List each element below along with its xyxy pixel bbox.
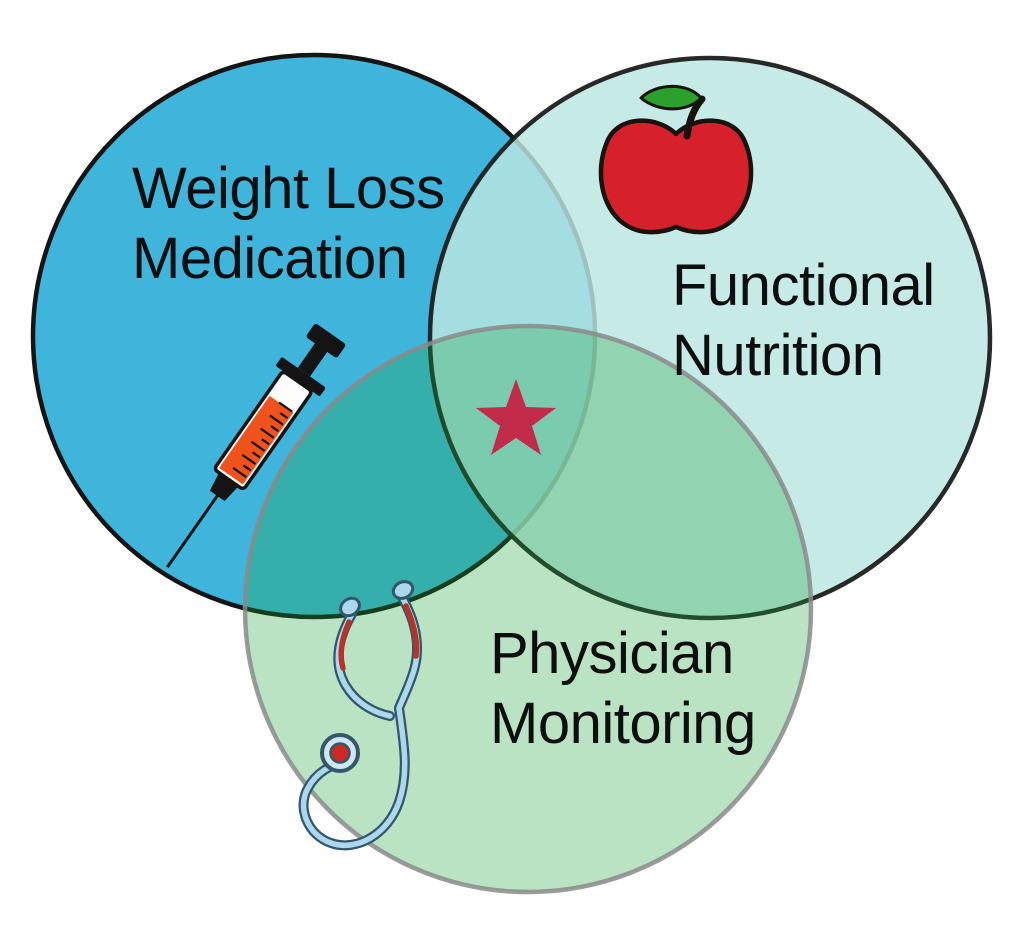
- label-line: Physician: [490, 621, 734, 686]
- label-line: Functional: [672, 253, 935, 318]
- stethoscope-icon: [298, 580, 423, 851]
- label-line: Nutrition: [672, 323, 884, 388]
- circle-physician-monitoring: [242, 323, 814, 895]
- apple-icon: [598, 84, 754, 235]
- label-line: Monitoring: [490, 691, 756, 756]
- circle-functional-nutrition: [427, 55, 993, 621]
- star-icon: [476, 379, 556, 455]
- label-weight-loss-medication: Weight Loss Medication: [132, 154, 445, 294]
- label-physician-monitoring: Physician Monitoring: [490, 619, 756, 759]
- label-line: Weight Loss: [132, 156, 445, 221]
- label-line: Medication: [132, 226, 408, 291]
- syringe-icon: [166, 323, 346, 569]
- label-functional-nutrition: Functional Nutrition: [672, 251, 935, 391]
